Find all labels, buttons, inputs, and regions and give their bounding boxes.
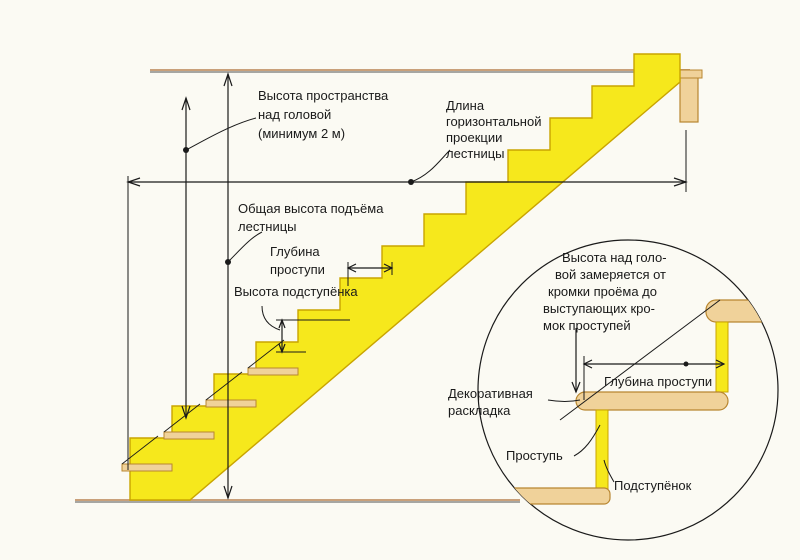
nosing-guide-line	[205, 371, 243, 401]
tread-board	[163, 431, 215, 440]
tread-depth-label: Глубина проступи	[270, 244, 325, 277]
rise-arrow-top	[223, 72, 233, 87]
inset-tread-depth-dot	[683, 361, 689, 367]
nosing-guide-line	[163, 403, 201, 433]
riser-height-arrow-b	[278, 343, 286, 354]
riser-height-label: Высота подступёнка	[234, 284, 358, 299]
tread-board	[247, 367, 299, 376]
tread-board	[121, 463, 173, 472]
inset-tread-leader	[573, 424, 601, 457]
detail-inset-content	[499, 299, 778, 505]
tread-label: Проступь	[506, 448, 563, 463]
rise-leader	[227, 231, 263, 263]
tread-board	[205, 399, 257, 408]
inset-tread-depth-arrow-r	[715, 359, 726, 369]
inset-tread-depth-label: Глубина проступи	[604, 374, 712, 389]
run-leader	[410, 149, 451, 183]
headroom-leader	[185, 117, 257, 151]
detail-inset-circle	[477, 239, 779, 541]
total-rise-label: Общая высота подъёма лестницы	[238, 201, 387, 234]
inset-upper-tread	[705, 299, 778, 323]
headroom-label: Высота пространства над головой (минимум…	[258, 88, 392, 141]
run-length-label: Длина горизонтальной проекции лестницы	[446, 98, 545, 161]
rise-arrow-bottom	[223, 485, 233, 500]
inset-headroom-arrow	[571, 381, 581, 394]
headroom-arrow-top	[181, 96, 191, 111]
nosing-guide-line	[247, 339, 285, 369]
inset-nosing-line	[559, 299, 721, 421]
riser-height-arrow-t	[278, 318, 286, 329]
inset-middle-tread	[575, 391, 729, 411]
inset-nosing-leader	[547, 399, 581, 402]
treads-group	[121, 339, 299, 472]
riser-leader	[261, 305, 281, 331]
landing-joist	[679, 71, 699, 123]
inset-upper-riser	[715, 321, 729, 393]
inset-note-label: Высота над голо- вой замеряется от кромк…	[543, 250, 670, 333]
nosing-label: Декоративная раскладка	[448, 386, 536, 418]
inset-riser-leader	[603, 459, 615, 483]
headroom-arrow-bottom	[181, 405, 191, 420]
riser-label: Подступёнок	[614, 478, 692, 493]
inset-lower-riser	[595, 409, 609, 491]
